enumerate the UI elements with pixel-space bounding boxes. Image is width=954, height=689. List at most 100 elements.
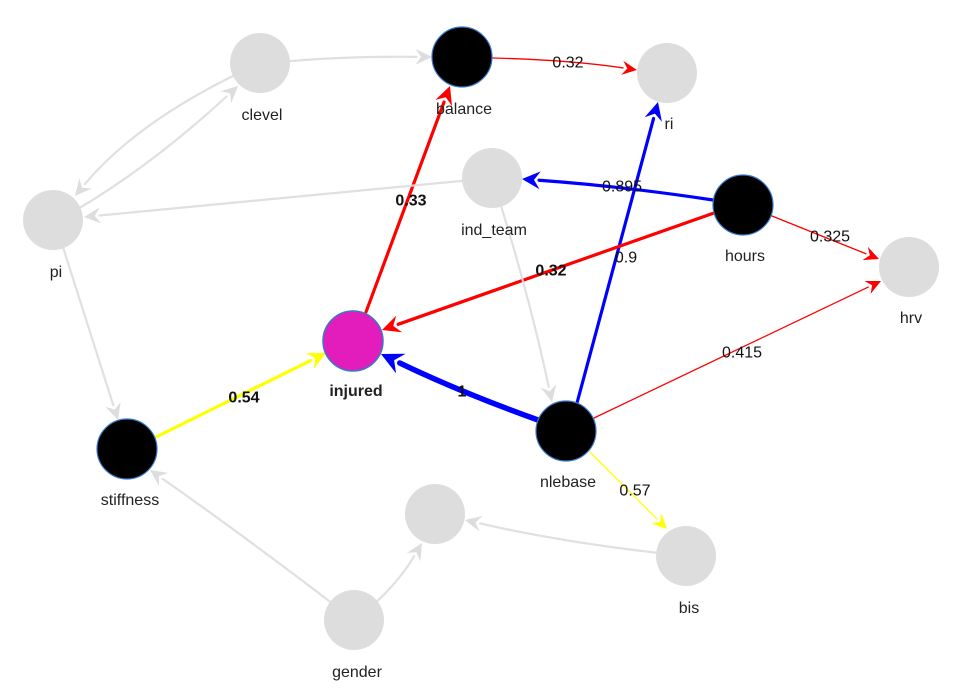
- edge-pi-stiffness: [53, 220, 121, 420]
- edge-arrowhead-nlebase-injured: [381, 353, 406, 374]
- edge-arrowhead-clevel-balance: [415, 48, 432, 65]
- node-gender[interactable]: [324, 590, 384, 650]
- edge-nlebase-hrv: [593, 281, 881, 419]
- node-pi[interactable]: [23, 190, 83, 250]
- node-ri[interactable]: [637, 43, 697, 103]
- node-label-balance: balance: [436, 101, 492, 118]
- edge-arrowhead-hours-hrv: [862, 246, 879, 261]
- node-label-hours: hours: [725, 248, 765, 265]
- edge-label-nlebase-hrv: 0.415: [722, 345, 762, 362]
- node-balance[interactable]: [431, 26, 493, 88]
- edge-arrowhead-stiffness-injured: [305, 353, 326, 369]
- edge-line-hours-ind_team: [537, 178, 715, 202]
- edge-arrowhead-gender-stiffness: [150, 470, 169, 486]
- edge-gender-stiffness: [150, 470, 356, 622]
- edge-arrowhead-bis-unlabeled: [465, 515, 483, 532]
- edge-hours-ind_team: [522, 171, 715, 202]
- edge-arrowhead-pi-stiffness: [105, 401, 121, 420]
- node-label-ri: ri: [665, 116, 674, 133]
- edge-line-hours-hrv: [771, 215, 867, 255]
- node-stiffness[interactable]: [96, 418, 158, 480]
- edge-label-nlebase-ri: 0.9: [615, 250, 637, 267]
- node-circle-ri[interactable]: [637, 43, 697, 103]
- node-hrv[interactable]: [879, 237, 939, 297]
- edge-labels-layer: 0.32 0.33 0.895 0.9 0.325 0.32 0.415 1 0.54 0.57 c…: [50, 55, 922, 682]
- edge-arrowhead-pi-clevel: [220, 86, 238, 103]
- edge-line-balance-ri: [492, 57, 624, 69]
- node-label-stiffness: stiffness: [101, 492, 159, 509]
- edge-label-nlebase-injured: 1: [458, 384, 467, 401]
- node-circle-hours[interactable]: [712, 174, 774, 236]
- node-label-pi: pi: [50, 264, 62, 281]
- node-circle-unlabeled[interactable]: [405, 484, 465, 544]
- edge-line-hours-injured: [396, 211, 716, 326]
- node-label-nlebase: nlebase: [540, 474, 596, 491]
- node-circle-hrv[interactable]: [879, 237, 939, 297]
- node-circle-clevel[interactable]: [230, 33, 290, 93]
- edge-label-balance-ri: 0.32: [552, 55, 583, 72]
- edge-bis-unlabeled: [465, 515, 688, 558]
- node-circle-bis[interactable]: [656, 526, 716, 586]
- edge-hours-injured: [382, 211, 716, 333]
- nodes-layer: [23, 26, 939, 650]
- edge-line-ind_team-nlebase: [491, 178, 550, 388]
- edge-nlebase-ri: [575, 102, 662, 405]
- edge-line-pi-clevel: [53, 95, 228, 224]
- edge-line-nlebase-hrv: [593, 286, 869, 419]
- node-circle-stiffness[interactable]: [96, 418, 158, 480]
- node-label-injured: injured: [329, 383, 382, 400]
- edge-ind_team-nlebase: [491, 178, 557, 402]
- edge-line-nlebase-injured: [396, 360, 541, 423]
- node-circle-nlebase[interactable]: [535, 400, 597, 462]
- edge-label-injured-balance: 0.33: [395, 193, 426, 210]
- edge-balance-ri: [492, 57, 637, 75]
- edge-arrowhead-ind_team-pi: [84, 207, 102, 224]
- edge-line-nlebase-bis: [589, 451, 658, 520]
- edge-line-clevel-pi: [83, 62, 260, 186]
- edge-nlebase-injured: [381, 353, 541, 423]
- node-unlabeled[interactable]: [405, 484, 465, 544]
- edge-arrowhead-nlebase-bis: [651, 513, 667, 529]
- edge-arrowhead-ind_team-nlebase: [540, 384, 557, 402]
- edge-label-stiffness-injured: 0.54: [228, 390, 259, 407]
- edge-line-injured-balance: [364, 100, 446, 314]
- node-injured[interactable]: [322, 310, 384, 372]
- node-circle-ind_team[interactable]: [462, 148, 522, 208]
- node-circle-gender[interactable]: [324, 590, 384, 650]
- node-clevel[interactable]: [230, 33, 290, 93]
- edge-label-nlebase-bis: 0.57: [619, 483, 650, 500]
- edge-ind_team-pi: [84, 176, 494, 224]
- edge-label-hours-ind_team: 0.895: [602, 179, 642, 196]
- edge-injured-balance: [364, 86, 452, 314]
- node-label-bis: bis: [679, 600, 699, 617]
- node-circle-balance[interactable]: [431, 26, 493, 88]
- node-bis[interactable]: [656, 526, 716, 586]
- edge-line-gender-stiffness: [161, 477, 356, 622]
- edge-stiffness-injured: [154, 353, 326, 439]
- edge-line-bis-unlabeled: [479, 522, 688, 558]
- edge-nlebase-bis: [589, 451, 667, 529]
- edge-arrowhead-balance-ri: [621, 60, 637, 75]
- edge-clevel-pi: [75, 62, 260, 196]
- node-ind_team[interactable]: [462, 148, 522, 208]
- edge-line-nlebase-ri: [575, 116, 656, 405]
- node-label-gender: gender: [332, 664, 382, 681]
- edge-arrowhead-gender-unlabeled: [406, 543, 422, 562]
- edge-arrowhead-injured-balance: [435, 86, 452, 107]
- edge-arrowhead-hours-injured: [382, 315, 403, 333]
- edge-label-hours-hrv: 0.325: [810, 229, 850, 246]
- node-nlebase[interactable]: [535, 400, 597, 462]
- node-circle-injured[interactable]: [322, 310, 384, 372]
- node-label-hrv: hrv: [900, 310, 922, 327]
- node-label-ind_team: ind_team: [461, 222, 527, 239]
- edge-arrowhead-clevel-pi: [75, 178, 92, 196]
- node-circle-pi[interactable]: [23, 190, 83, 250]
- edge-line-ind_team-pi: [98, 176, 494, 217]
- edge-line-pi-stiffness: [53, 220, 115, 407]
- edge-arrowhead-nlebase-hrv: [864, 281, 881, 294]
- node-label-clevel: clevel: [242, 107, 283, 124]
- edge-label-hours-injured: 0.32: [535, 263, 566, 280]
- edges-layer: [53, 48, 881, 622]
- node-hours[interactable]: [712, 174, 774, 236]
